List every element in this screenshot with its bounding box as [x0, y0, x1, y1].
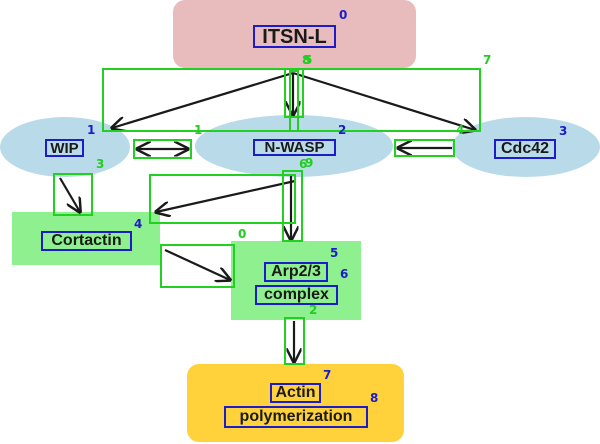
- relation-index-0: 0: [238, 227, 247, 241]
- arrow-itsn-to-cdc42: [292, 71, 475, 130]
- relation-box-itsn-nwasp-inner: [289, 70, 299, 132]
- arrow-itsn-to-wip: [112, 71, 294, 128]
- cortactin-index: 4: [134, 217, 143, 231]
- arrow-nwasp-to-cortactin: [156, 179, 296, 212]
- nwasp-index: 2: [338, 123, 347, 137]
- relation-index-7: 7: [483, 53, 492, 67]
- arp23-label-line1: Arp2/3: [264, 262, 328, 282]
- relation-box-arp23-actin: [284, 317, 305, 365]
- relation-box-wip-cortactin: [53, 173, 93, 216]
- cdc42-index: 3: [559, 124, 568, 138]
- arrow-cortactin-to-arp23: [164, 249, 230, 280]
- relation-index-4: 4: [456, 123, 465, 137]
- cortactin-node: [12, 212, 160, 265]
- itsn-node: [173, 0, 416, 68]
- arp23-label-line2: complex: [255, 285, 338, 305]
- relation-box-cdc42-nwasp: [394, 139, 455, 157]
- relation-index-9: 9: [305, 156, 314, 170]
- wip-label: WIP: [45, 139, 84, 157]
- arrow-wip-to-cortactin: [59, 177, 80, 212]
- arp23-index-line1: 5: [330, 246, 339, 260]
- actin-label-line1: Actin: [270, 383, 321, 403]
- relation-box-cortactin-arp23: [160, 244, 235, 288]
- relation-index-1: 1: [194, 123, 203, 137]
- actin-node: [187, 364, 404, 442]
- relation-index-2: 2: [309, 303, 318, 317]
- nwasp-label: N-WASP: [253, 139, 336, 156]
- relation-index-5: 5: [304, 53, 313, 67]
- itsn-label: ITSN-L: [253, 25, 336, 48]
- relation-box-nwasp-cortactin: [149, 174, 296, 224]
- actin-index-line2: 8: [370, 391, 379, 405]
- cortactin-label: Cortactin: [41, 231, 132, 251]
- itsn-index: 0: [339, 8, 348, 22]
- cdc42-label: Cdc42: [494, 139, 556, 159]
- wip-index: 1: [87, 123, 96, 137]
- nwasp-node: [195, 115, 393, 177]
- relation-box-wip-nwasp: [133, 139, 192, 159]
- actin-index-line1: 7: [323, 368, 332, 382]
- arp23-index-line2: 6: [340, 267, 349, 281]
- relation-box-nwasp-arp23: [282, 170, 303, 242]
- actin-label-line2: polymerization: [224, 406, 368, 428]
- relation-index-8: 8: [302, 53, 311, 67]
- relation-box-itsn-nwasp: [284, 68, 304, 118]
- relation-index-3: 3: [96, 157, 105, 171]
- relation-index-6: 6: [299, 157, 308, 171]
